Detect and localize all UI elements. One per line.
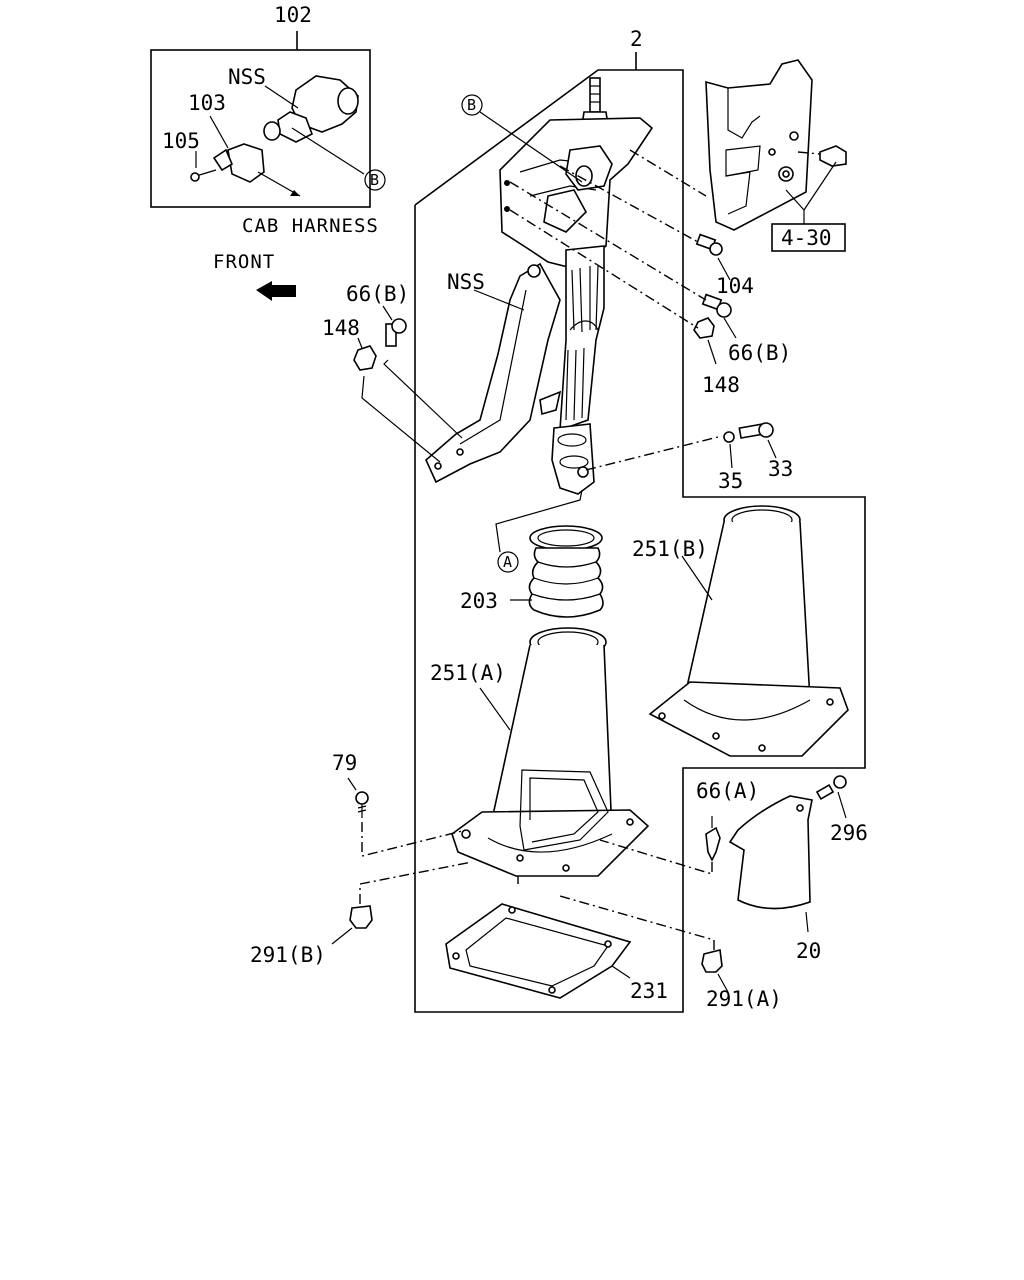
- label-203: 203: [460, 589, 498, 613]
- circle-b-letter: B: [370, 171, 379, 189]
- label-231: 231: [630, 979, 668, 1003]
- label-front: FRONT: [213, 251, 275, 273]
- boot-251b: [648, 505, 849, 757]
- circle-b-marker: [364, 169, 386, 191]
- switch-connector-part: [190, 75, 359, 183]
- label-104: 104: [716, 274, 754, 298]
- bolt-66b-left: [385, 318, 407, 347]
- gasket-231: [445, 903, 632, 999]
- subassembly-102-frame: [150, 49, 371, 208]
- label-33: 33: [768, 457, 793, 481]
- label-103: 103: [188, 91, 226, 115]
- bolt-104: [695, 233, 723, 256]
- label-251b: 251(B): [632, 537, 708, 561]
- side-bracket-part: [705, 59, 847, 231]
- label-35: 35: [718, 469, 743, 493]
- label-105: 105: [162, 129, 200, 153]
- ref-4-30-box: [771, 223, 846, 252]
- label-nss-top: NSS: [228, 65, 266, 89]
- assembly-2-frame: [414, 69, 866, 1013]
- label-2: 2: [630, 27, 643, 51]
- bellows-boot-203: [528, 525, 604, 618]
- clip-291a: [701, 949, 723, 973]
- label-79: 79: [332, 751, 357, 775]
- cover-20: [728, 795, 813, 910]
- front-arrow-icon: [256, 281, 296, 301]
- bolt-33: [738, 422, 774, 439]
- label-66b-left: 66(B): [346, 282, 409, 306]
- label-66b-right: 66(B): [728, 341, 791, 365]
- bolt-66b-right: [701, 293, 732, 318]
- circle-b-marker-mid: [461, 94, 483, 116]
- screw-296: [815, 775, 847, 801]
- washer-35: [723, 431, 735, 443]
- circle-a-letter: A: [503, 553, 512, 571]
- label-296: 296: [830, 821, 868, 845]
- clip-66a: [705, 816, 721, 862]
- shift-lever-assembly: [425, 77, 654, 495]
- label-291a: 291(A): [706, 987, 782, 1011]
- label-148-right: 148: [702, 373, 740, 397]
- circle-a-marker: [497, 551, 519, 573]
- clip-291b: [349, 905, 373, 929]
- boot-251a: [451, 627, 650, 877]
- label-251a: 251(A): [430, 661, 506, 685]
- label-nss-mid: NSS: [447, 270, 485, 294]
- circle-b-letter-mid: B: [467, 96, 476, 114]
- label-cab-harness: CAB HARNESS: [242, 215, 379, 237]
- label-20: 20: [796, 939, 821, 963]
- label-148-left: 148: [322, 316, 360, 340]
- label-102: 102: [274, 3, 312, 27]
- label-66a: 66(A): [696, 779, 759, 803]
- screw-79: [355, 791, 369, 818]
- label-291b: 291(B): [250, 943, 326, 967]
- label-4-30: 4-30: [781, 226, 832, 250]
- nut-148-left: [353, 345, 377, 371]
- nut-148-right: [693, 317, 715, 339]
